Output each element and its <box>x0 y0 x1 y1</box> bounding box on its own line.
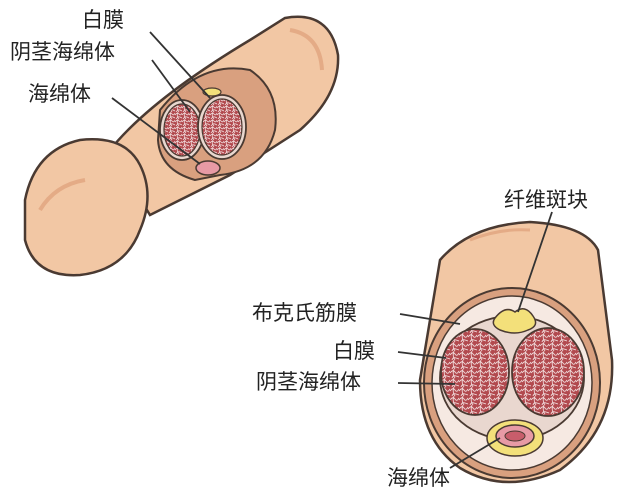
plaque <box>492 308 537 334</box>
glans <box>23 138 149 277</box>
leader-lines <box>111 31 553 469</box>
label-top-corpora-cavernosa: 阴茎海绵体 <box>10 40 115 64</box>
label-bottom-corpus-spongiosum: 海绵体 <box>387 466 450 490</box>
label-plaque: 纤维斑块 <box>504 188 588 212</box>
penis-cross-section <box>418 220 614 484</box>
top-cross-section <box>156 67 277 182</box>
corpus-right <box>511 327 585 417</box>
label-top-tunica: 白膜 <box>82 8 124 32</box>
label-bottom-tunica: 白膜 <box>333 339 375 363</box>
corpus-left <box>440 328 510 416</box>
label-bucks-fascia: 布克氏筋膜 <box>252 301 357 325</box>
label-top-corpus-spongiosum: 海绵体 <box>28 82 91 106</box>
label-bottom-corpora-cavernosa: 阴茎海绵体 <box>256 370 361 394</box>
